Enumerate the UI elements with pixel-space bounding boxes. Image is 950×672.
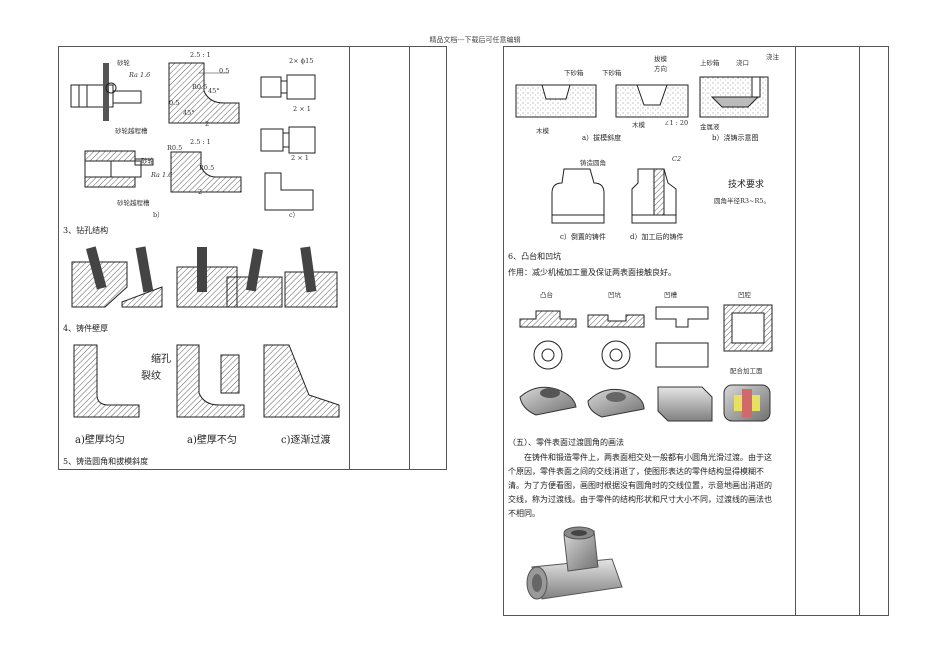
dim-2x1-b: 2 × 1 xyxy=(291,154,309,162)
chamfer-c2-label: C2 xyxy=(672,155,682,163)
slope-label: ∠1 : 20 xyxy=(664,119,689,127)
tee-pipe-figure xyxy=(526,526,623,600)
tech-requirements-title: 技术要求 xyxy=(728,180,765,190)
scale-label-a: 2.5 : 1 xyxy=(190,51,211,59)
paragraph-line-5: 不相同。 xyxy=(508,509,540,518)
grinding-groove-figure-b xyxy=(84,150,154,188)
runner-label: 浇口 xyxy=(736,59,749,67)
groove-label-2: 砂轮越程槽 xyxy=(117,199,150,207)
section-6-boss-pit: 6、凸台和凹坑 xyxy=(508,252,562,261)
right-panel: 下砂箱 下砂箱 拔模方向 上砂箱 浇口 浇注 木模 木模 ∠1 : 20 金属液… xyxy=(503,46,889,616)
paragraph-line-1: 在铸件和锻造零件上，两表面相交处一般都有小圆角光滑过渡。由于这 xyxy=(524,453,772,462)
right-column-divider-1 xyxy=(795,47,796,615)
fit-surface-label: 配合加工面 xyxy=(730,367,763,375)
section-4-casting-wall: 4、铸件壁厚 xyxy=(63,324,109,333)
upper-box-label: 上砂箱 xyxy=(700,59,720,67)
dim-2x1-a: 2 × 1 xyxy=(293,105,311,113)
section-3-drill-structure: 3、钻孔结构 xyxy=(63,226,109,235)
crack-label: 裂纹 xyxy=(141,371,161,382)
casting-caption-c: c）倒置的铸件 xyxy=(560,233,606,241)
page-header: 精品文档---下载后可任意编辑 xyxy=(429,36,521,44)
groove-label-1: 砂轮越程槽 xyxy=(115,127,148,135)
casting-fillet-label: 铸造圆角 xyxy=(580,159,606,167)
pattern-label-2: 木模 xyxy=(632,121,645,129)
angle-45-a: 45° xyxy=(208,87,220,95)
roughness-label-1: Ra 1.6 xyxy=(129,71,151,79)
groove-label: 凹槽 xyxy=(664,291,677,299)
caption-c: c） xyxy=(289,211,300,219)
mold-figures xyxy=(515,76,769,118)
wall-caption-a: a)壁厚均匀 xyxy=(75,435,125,446)
section-5-fillet-drawing: （五）、零件表面过渡圆角的画法 xyxy=(508,438,624,447)
metal-liquid-label: 金属液 xyxy=(700,123,720,131)
right-column-divider-2 xyxy=(859,47,860,615)
shaft-groove-figure-c xyxy=(260,74,316,211)
dim-r0-5-b: R0.5 xyxy=(167,144,183,152)
boss-pit-figures xyxy=(519,304,773,422)
tech-requirements-body: 圆角半径R3~R5。 xyxy=(714,197,771,205)
left-panel: 砂轮 Ra 1.6 砂轮越程槽 2.5 : 1 0.5 R0.5 45° 45°… xyxy=(58,46,447,470)
caption-b: b） xyxy=(153,211,164,219)
pattern-label-1: 木模 xyxy=(536,127,549,135)
wheel-label-1: 砂轮 xyxy=(117,59,130,67)
scale-label-b: 2.5 : 1 xyxy=(190,138,211,146)
cavity-label: 凹腔 xyxy=(738,291,751,299)
paragraph-line-2: 个原因，零件表面之间的交线消逝了，使图形表达的零件结构显得模糊不 xyxy=(508,467,764,476)
draft-direction-label: 拔模方向 xyxy=(654,55,667,73)
dim-0-5-a: 0.5 xyxy=(219,67,230,75)
wheel-label-2: 砂轮 xyxy=(141,157,154,165)
casting-figures xyxy=(551,168,677,224)
angle-45-b: 45° xyxy=(183,109,195,117)
paragraph-line-3: 清。为了方便看图，画图时根据没有圆角时的交线位置，示意地画出消逝的 xyxy=(508,481,772,490)
section-5-fillet-draft: 5、铸造圆角和拔模斜度 xyxy=(63,457,149,466)
casting-caption-d: d）加工后的铸件 xyxy=(630,233,684,241)
lower-box-label-1: 下砂箱 xyxy=(564,69,584,77)
pit-label: 凹坑 xyxy=(608,291,621,299)
left-column-divider-1 xyxy=(349,47,350,469)
dim-r0-5-a: R0.5 xyxy=(192,83,208,91)
dim-2-a: 2 xyxy=(205,120,210,128)
mold-caption-a: a）拔模斜度 xyxy=(582,134,622,142)
dim-0-5-b: 0.5 xyxy=(169,99,180,107)
wall-thickness-figures xyxy=(73,344,340,418)
wall-caption-b: a)壁厚不匀 xyxy=(187,435,237,446)
drill-figures xyxy=(71,246,338,308)
dim-2x-phi15: 2× ϕ15 xyxy=(289,57,314,65)
mold-caption-b: b）浇铸示意图 xyxy=(712,134,759,142)
paragraph-line-4: 交线，称为过渡线。由于零件的结构形状和尺寸大小不同，过渡线的画法也 xyxy=(508,495,772,504)
transition-paragraph: 在铸件和锻造零件上，两表面相交处一般都有小圆角光滑过渡。由于这 个原因，零件表面… xyxy=(508,451,794,521)
shrink-hole-label: 缩孔 xyxy=(151,354,171,365)
wall-caption-c: c)逐渐过渡 xyxy=(281,435,331,446)
roughness-label-2: Ra 1.6 xyxy=(151,171,173,179)
dim-2-b: 2 xyxy=(198,188,203,196)
groove-detail-b xyxy=(170,151,242,193)
groove-detail-a xyxy=(168,62,240,124)
dim-r0-5-c: R0.5 xyxy=(199,164,215,172)
boss-label: 凸台 xyxy=(540,291,553,299)
pouring-label: 浇注 xyxy=(766,53,779,61)
left-column-divider-2 xyxy=(409,47,410,469)
lower-box-label-2: 下砂箱 xyxy=(602,69,622,77)
grinding-groove-figure-a xyxy=(70,63,142,121)
section-6-purpose: 作用：减少机械加工量及保证两表面接触良好。 xyxy=(508,268,676,277)
